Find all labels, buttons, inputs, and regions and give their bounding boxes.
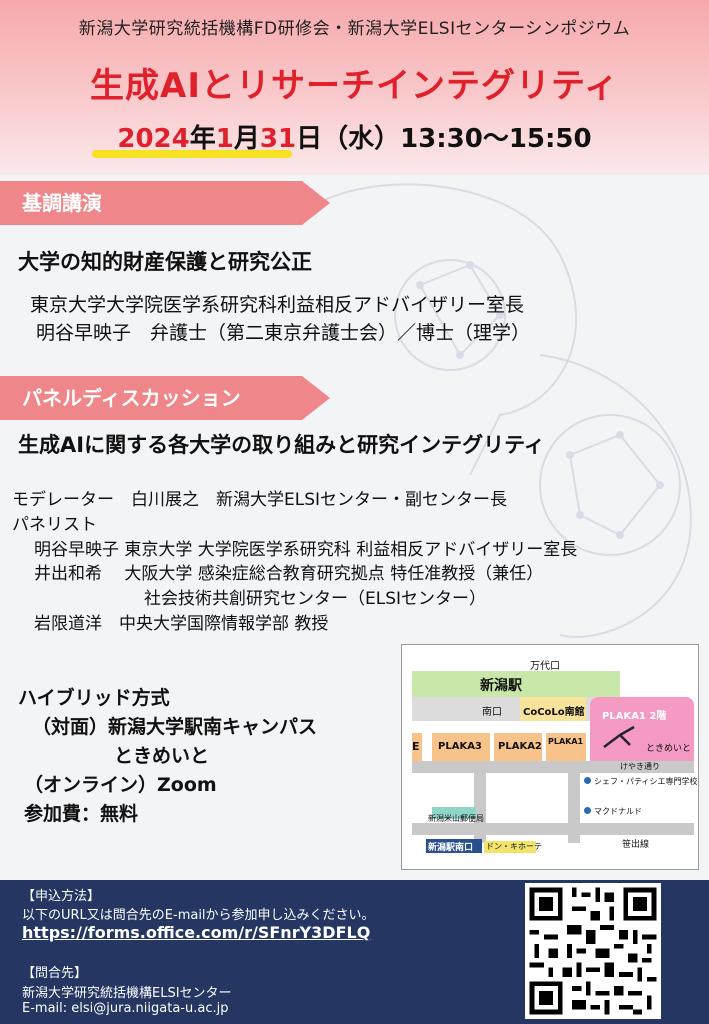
event-date: 2024年1月31日（水）13:30〜15:50 — [0, 118, 709, 155]
map-plaka2: PLAKA2 — [498, 741, 542, 752]
map-station-block — [412, 671, 620, 697]
map-keyaki: けやき通り — [620, 762, 660, 771]
map-tokimeito: ときめいと — [646, 744, 692, 754]
map-post-block — [432, 807, 476, 819]
event-subtitle: 新潟大学研究統括機構FD研修会・新潟大学ELSIセンターシンポジウム — [78, 19, 631, 39]
panelists-label: パネリスト — [12, 515, 97, 535]
moderator-line: モデレーター 白川展之 新潟大学ELSIセンター・副センター長 — [12, 490, 508, 510]
crane-logo-icon — [603, 725, 635, 748]
map-plaka3-block — [432, 733, 490, 761]
panel-title: 生成AIに関する各大学の取り組みと研究インテグリティ — [18, 433, 545, 457]
keynote-speaker-line1: 東京大学大学院医学系研究科利益相反アドバイザリー室長 — [30, 294, 525, 316]
header-background — [0, 0, 709, 175]
date-month-suffix: 月 — [233, 124, 260, 154]
keynote-title: 大学の知的財産保護と研究公正 — [18, 250, 312, 274]
date-year: 2024 — [117, 124, 190, 154]
panelist-2: 井出和希 大阪大学 感染症総合教育研究拠点 特任准教授（兼任） — [34, 564, 544, 584]
map-plaka2-block — [494, 733, 542, 761]
map-plaka1-2f: PLAKA1 2階 — [602, 711, 667, 722]
apply-text: 以下のURL又は問合先のE-mailから参加申し込みください。 — [22, 908, 375, 923]
date-day-suffix: 日 — [296, 124, 323, 154]
map-bandai-exit: 万代口 — [530, 661, 560, 672]
map-plaka1-callout — [590, 697, 694, 767]
panel-tag: パネルディスカッション — [0, 376, 330, 420]
format-venue: （対面）新潟大学駅南キャンパス — [32, 716, 318, 738]
map-cocolo: CoCoLo南館 — [523, 707, 585, 718]
panelist-3: 岩限道洋 中央大学国際情報学部 教授 — [34, 614, 329, 634]
map-e-block — [412, 733, 422, 761]
panelist-2-affiliation: 社会技術共創研究センター（ELSIセンター） — [144, 589, 487, 609]
panelist-1: 明谷早映子 東京大学 大学院医学系研究科 利益相反アドバイザリー室長 — [34, 540, 578, 560]
date-highlight — [92, 150, 292, 158]
qr-code-icon[interactable] — [525, 883, 661, 1019]
map-chef-school: シェフ・パティシエ専門学校 — [594, 777, 698, 786]
date-time: （水）13:30〜15:50 — [322, 124, 592, 154]
map-plaka1-block — [546, 733, 586, 761]
date-month: 1 — [215, 124, 234, 154]
format-online: （オンライン）Zoom — [24, 774, 217, 796]
format-hybrid: ハイブリッド方式 — [18, 687, 170, 709]
keynote-speaker-line2: 明谷早映子 弁護士（第二東京弁護士会）／博士（理学） — [36, 322, 531, 344]
date-year-suffix: 年 — [189, 124, 216, 154]
keynote-tag: 基調講演 — [0, 181, 330, 225]
format-venue-name: ときめいと — [114, 745, 210, 767]
map-station: 新潟駅 — [480, 678, 522, 694]
map-post-office: 新潟米山郵便局 — [428, 814, 484, 823]
map-plaka1: PLAKA1 — [548, 737, 584, 746]
contact-org: 新潟大学研究統括機構ELSIセンター — [22, 986, 232, 1001]
map-plaka3: PLAKA3 — [438, 741, 482, 752]
map-mcd-marker — [584, 807, 591, 814]
map-sasade: 笹出線 — [622, 840, 650, 850]
apply-label: 【申込方法】 — [22, 889, 101, 904]
format-fee: 参加費：無料 — [24, 803, 139, 825]
map-donki: ドン・キホーテ — [486, 842, 542, 851]
map-chef-marker — [584, 777, 591, 784]
map-sasade-road — [412, 823, 694, 835]
date-day: 31 — [259, 124, 297, 154]
map-donki-block — [484, 841, 536, 853]
map-south-exit-sign — [426, 839, 482, 853]
map-south-exit: 南口 — [482, 707, 502, 718]
format-info: ハイブリッド方式 （対面）新潟大学駅南キャンパス ときめいと （オンライン）Zo… — [18, 684, 317, 829]
map-e-label: E — [412, 740, 420, 753]
map-niigata-south: 新潟駅南口 — [428, 843, 474, 853]
map-south-block — [412, 697, 620, 721]
ai-brain-illustration — [299, 183, 692, 638]
access-map: 万代口 新潟駅 南口 CoCoLo南館 PLAKA1 2階 ときめいと E PL… — [401, 644, 699, 870]
map-keyaki-road — [412, 761, 694, 773]
map-cocolo-block — [520, 697, 586, 721]
contact-email[interactable]: E-mail: elsi@jura.niigata-u.ac.jp — [22, 1001, 229, 1016]
contact-label: 【問合先】 — [22, 966, 88, 981]
registration-link[interactable]: https://forms.office.com/r/SFnrY3DFLQ — [22, 923, 371, 942]
event-title: 生成AIとリサーチインテグリティ — [90, 66, 619, 106]
map-mcdonalds: マクドナルド — [594, 807, 642, 816]
